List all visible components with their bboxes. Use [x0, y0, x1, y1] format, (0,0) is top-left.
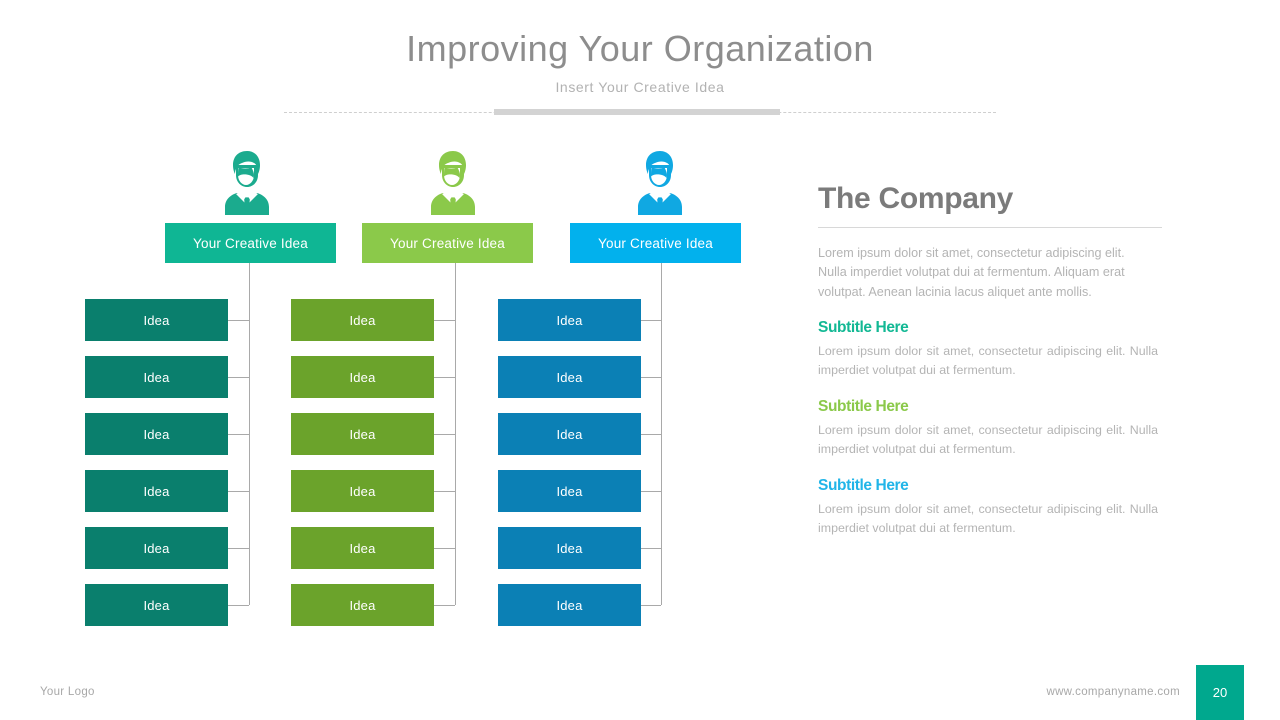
idea-box[interactable]: Idea — [291, 584, 434, 626]
connector-line-vertical-blue — [661, 263, 662, 605]
column-head-green[interactable]: Your Creative Idea — [362, 223, 533, 263]
idea-box-label: Idea — [143, 312, 170, 328]
panel-section-title: Subtitle Here — [818, 397, 909, 415]
page-title: Improving Your Organization — [406, 28, 874, 69]
idea-box-label: Idea — [349, 312, 376, 328]
idea-box-label: Idea — [143, 597, 170, 613]
idea-box-label: Idea — [349, 426, 376, 442]
connector-line-horizontal — [434, 491, 455, 492]
idea-box-label: Idea — [349, 483, 376, 499]
idea-box[interactable]: Idea — [85, 584, 228, 626]
idea-box-label: Idea — [349, 369, 376, 385]
connector-line-horizontal — [228, 548, 249, 549]
idea-box[interactable]: Idea — [85, 527, 228, 569]
businessperson-icon — [425, 147, 481, 215]
panel-section-body: Lorem ipsum dolor sit amet, consectetur … — [818, 501, 1158, 536]
connector-line-horizontal — [228, 605, 249, 606]
column-head-teal[interactable]: Your Creative Idea — [165, 223, 336, 263]
idea-box[interactable]: Idea — [85, 356, 228, 398]
connector-line-vertical-teal — [249, 263, 250, 605]
panel-section-body: Lorem ipsum dolor sit amet, consectetur … — [818, 343, 1158, 378]
connector-line-horizontal — [434, 320, 455, 321]
idea-box[interactable]: Idea — [498, 584, 641, 626]
idea-box[interactable]: Idea — [291, 299, 434, 341]
footer-website-url: www.companyname.com — [1046, 686, 1180, 698]
title-divider-solid — [494, 109, 780, 115]
connector-line-horizontal — [641, 377, 661, 378]
column-head-label: Your Creative Idea — [390, 235, 505, 251]
connector-line-vertical-green — [455, 263, 456, 605]
connector-line-horizontal — [228, 320, 249, 321]
idea-box[interactable]: Idea — [498, 470, 641, 512]
connector-line-horizontal — [228, 377, 249, 378]
panel-section-title: Subtitle Here — [818, 318, 909, 336]
idea-box[interactable]: Idea — [291, 356, 434, 398]
idea-box-label: Idea — [143, 483, 170, 499]
connector-line-horizontal — [434, 377, 455, 378]
connector-line-horizontal — [641, 491, 661, 492]
connector-line-horizontal — [228, 434, 249, 435]
panel-section-title: Subtitle Here — [818, 476, 909, 494]
idea-box-label: Idea — [556, 483, 583, 499]
idea-box-label: Idea — [349, 597, 376, 613]
businessperson-icon — [632, 147, 688, 215]
connector-line-horizontal — [434, 605, 455, 606]
idea-box[interactable]: Idea — [291, 527, 434, 569]
idea-box-label: Idea — [556, 369, 583, 385]
connector-line-horizontal — [641, 434, 661, 435]
idea-box[interactable]: Idea — [85, 299, 228, 341]
connector-line-horizontal — [434, 434, 455, 435]
page-subtitle: Insert Your Creative Idea — [555, 79, 725, 95]
panel-section-body: Lorem ipsum dolor sit amet, consectetur … — [818, 422, 1158, 457]
panel-intro-text: Lorem ipsum dolor sit amet, consectetur … — [818, 246, 1125, 299]
idea-box[interactable]: Idea — [498, 413, 641, 455]
connector-line-horizontal — [641, 605, 661, 606]
idea-box[interactable]: Idea — [498, 356, 641, 398]
businessperson-icon — [219, 147, 275, 215]
page-number-badge: 20 — [1196, 665, 1244, 720]
idea-box[interactable]: Idea — [85, 470, 228, 512]
idea-box-label: Idea — [349, 540, 376, 556]
connector-line-horizontal — [228, 491, 249, 492]
idea-box[interactable]: Idea — [85, 413, 228, 455]
idea-box-label: Idea — [143, 426, 170, 442]
idea-box-label: Idea — [556, 597, 583, 613]
column-head-blue[interactable]: Your Creative Idea — [570, 223, 741, 263]
idea-box-label: Idea — [556, 540, 583, 556]
panel-divider — [818, 227, 1162, 228]
idea-box[interactable]: Idea — [498, 527, 641, 569]
footer-logo: Your Logo — [40, 686, 95, 698]
idea-box[interactable]: Idea — [291, 470, 434, 512]
idea-box-label: Idea — [143, 540, 170, 556]
column-head-label: Your Creative Idea — [193, 235, 308, 251]
connector-line-horizontal — [641, 548, 661, 549]
idea-box[interactable]: Idea — [498, 299, 641, 341]
idea-box-label: Idea — [143, 369, 170, 385]
panel-title: The Company — [818, 182, 1014, 215]
idea-box[interactable]: Idea — [291, 413, 434, 455]
column-head-label: Your Creative Idea — [598, 235, 713, 251]
company-panel: The Company Lorem ipsum dolor sit amet, … — [818, 182, 1168, 539]
connector-line-horizontal — [641, 320, 661, 321]
idea-box-label: Idea — [556, 312, 583, 328]
idea-box-label: Idea — [556, 426, 583, 442]
connector-line-horizontal — [434, 548, 455, 549]
